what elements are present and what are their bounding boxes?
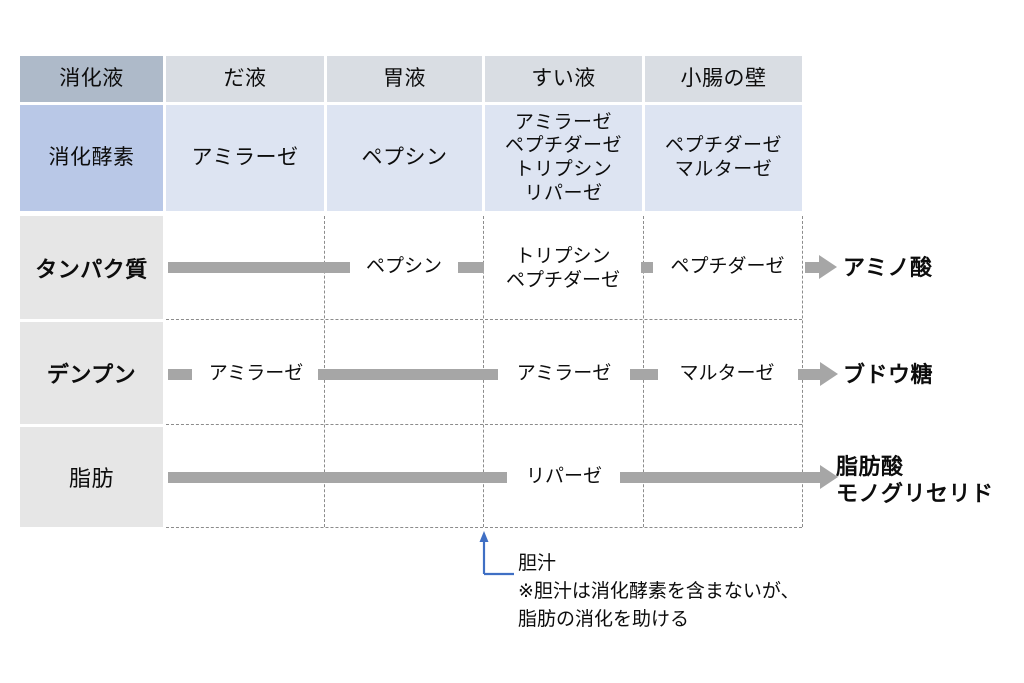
header-cell-gastric-juice: 胃液 — [327, 56, 482, 102]
enzyme-cell-small-intestine-wall: ペプチダーゼ マルターゼ — [645, 105, 802, 211]
enzyme-cell-gastric-juice: ペプシン — [327, 105, 482, 211]
bile-note-text: ※胆汁は消化酵素を含まないが、 脂肪の消化を助ける — [518, 581, 800, 630]
grid-line-horizontal-1 — [166, 319, 802, 320]
flow-arrow-shaft-protein — [805, 262, 819, 273]
header-corner-digestive-fluid: 消化液 — [20, 56, 163, 102]
product-label-fatty-acid-monoglyceride: 脂肪酸 モノグリセリド — [836, 453, 994, 507]
enzyme-cell-saliva: アミラーゼ — [166, 105, 324, 211]
flow-bar-protein-3 — [641, 262, 653, 273]
flow-label-protein-pepsin: ペプシン — [365, 256, 442, 278]
flow-arrow-shaft-starch — [798, 369, 820, 380]
bile-callout-arrow — [479, 531, 514, 576]
grid-line-horizontal-3 — [166, 527, 802, 528]
flow-bar-starch-2 — [318, 369, 498, 380]
flow-label-starch-maltase: マルターゼ — [679, 363, 775, 385]
flow-label-protein-peptidase: ペプチダーゼ — [670, 256, 785, 278]
header-cell-small-intestine-wall: 小腸の壁 — [645, 56, 802, 102]
flow-arrowhead-fat — [820, 465, 838, 489]
header-cell-pancreatic-juice: すい液 — [485, 56, 642, 102]
flow-arrowhead-protein — [819, 255, 837, 279]
flow-label-fat-lipase: リパーゼ — [525, 466, 602, 488]
header-cell-saliva: だ液 — [166, 56, 324, 102]
flow-arrowhead-starch — [820, 362, 838, 386]
flow-bar-starch-3 — [630, 369, 658, 380]
substrate-cell-starch: デンプン — [20, 322, 163, 424]
flow-bar-fat-2 — [620, 472, 820, 483]
header-corner-digestive-enzyme: 消化酵素 — [20, 105, 163, 211]
bile-callout-label: 胆汁 — [518, 553, 557, 574]
grid-line-horizontal-2 — [166, 424, 802, 425]
flow-bar-protein-2 — [458, 262, 484, 273]
flow-label-starch-amylase-2: アミラーゼ — [516, 363, 612, 385]
flow-bar-starch-1 — [168, 369, 192, 380]
substrate-cell-protein: タンパク質 — [20, 216, 163, 319]
product-label-glucose: ブドウ糖 — [843, 362, 934, 388]
substrate-cell-fat: 脂肪 — [20, 427, 163, 527]
flow-label-protein-trypsin-peptidase: トリプシン ペプチダーゼ — [505, 246, 620, 291]
product-label-amino-acid: アミノ酸 — [843, 255, 933, 281]
flow-bar-fat-1 — [168, 472, 507, 483]
flow-label-starch-amylase-1: アミラーゼ — [208, 363, 304, 385]
flow-bar-protein-1 — [168, 262, 350, 273]
enzyme-cell-pancreatic-juice: アミラーゼ ペプチダーゼ トリプシン リパーゼ — [485, 105, 642, 211]
